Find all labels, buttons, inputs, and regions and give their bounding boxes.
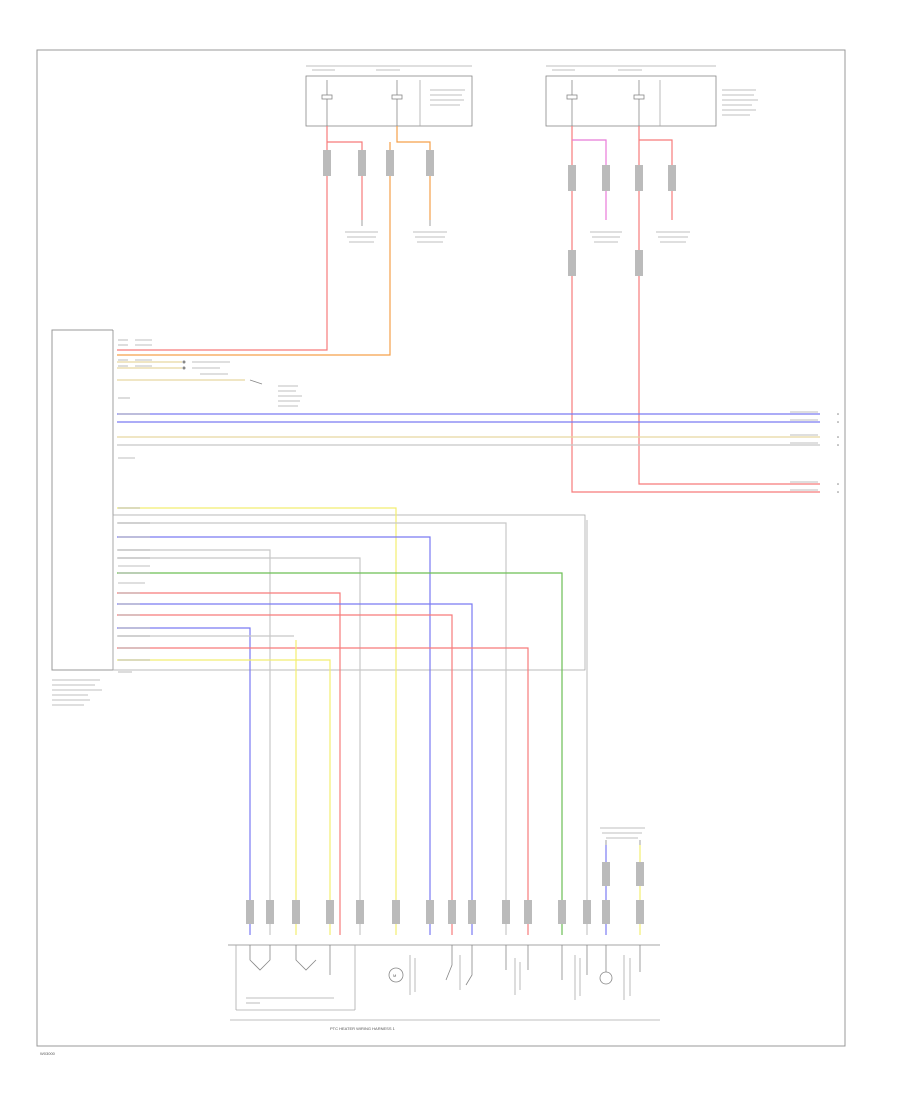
fuse-icon [633, 80, 645, 126]
diagram-frame [36, 49, 846, 1047]
component-relays [235, 945, 356, 1011]
bus-wires [117, 411, 839, 493]
motor-icon: M [388, 955, 416, 995]
sensor-label [600, 827, 645, 845]
fuse-right-outputs [568, 126, 820, 493]
control-module [51, 329, 114, 706]
fuse-box-right [545, 65, 758, 127]
upper-pin-labels [118, 339, 152, 399]
component-rail [228, 944, 660, 1021]
figure-code: W03000 [40, 1051, 56, 1056]
switch-component [445, 945, 473, 990]
harness-label: PTC HEATER WIRING HARNESS 1 [330, 1026, 396, 1031]
harness-box [112, 514, 586, 671]
fuse-icon [566, 80, 578, 126]
fuse-left-outputs [117, 126, 447, 356]
svg-text:M: M [393, 973, 396, 978]
lower-connectors [246, 862, 644, 924]
ground-icon [599, 945, 641, 1000]
fuse-icon [391, 80, 403, 126]
sensor-component [505, 945, 529, 995]
ground-branch [117, 360, 302, 407]
fuse-icon [321, 80, 333, 126]
fuse-box-left [305, 65, 473, 127]
heater-component [561, 945, 588, 1000]
lower-harness-wires [117, 507, 641, 935]
